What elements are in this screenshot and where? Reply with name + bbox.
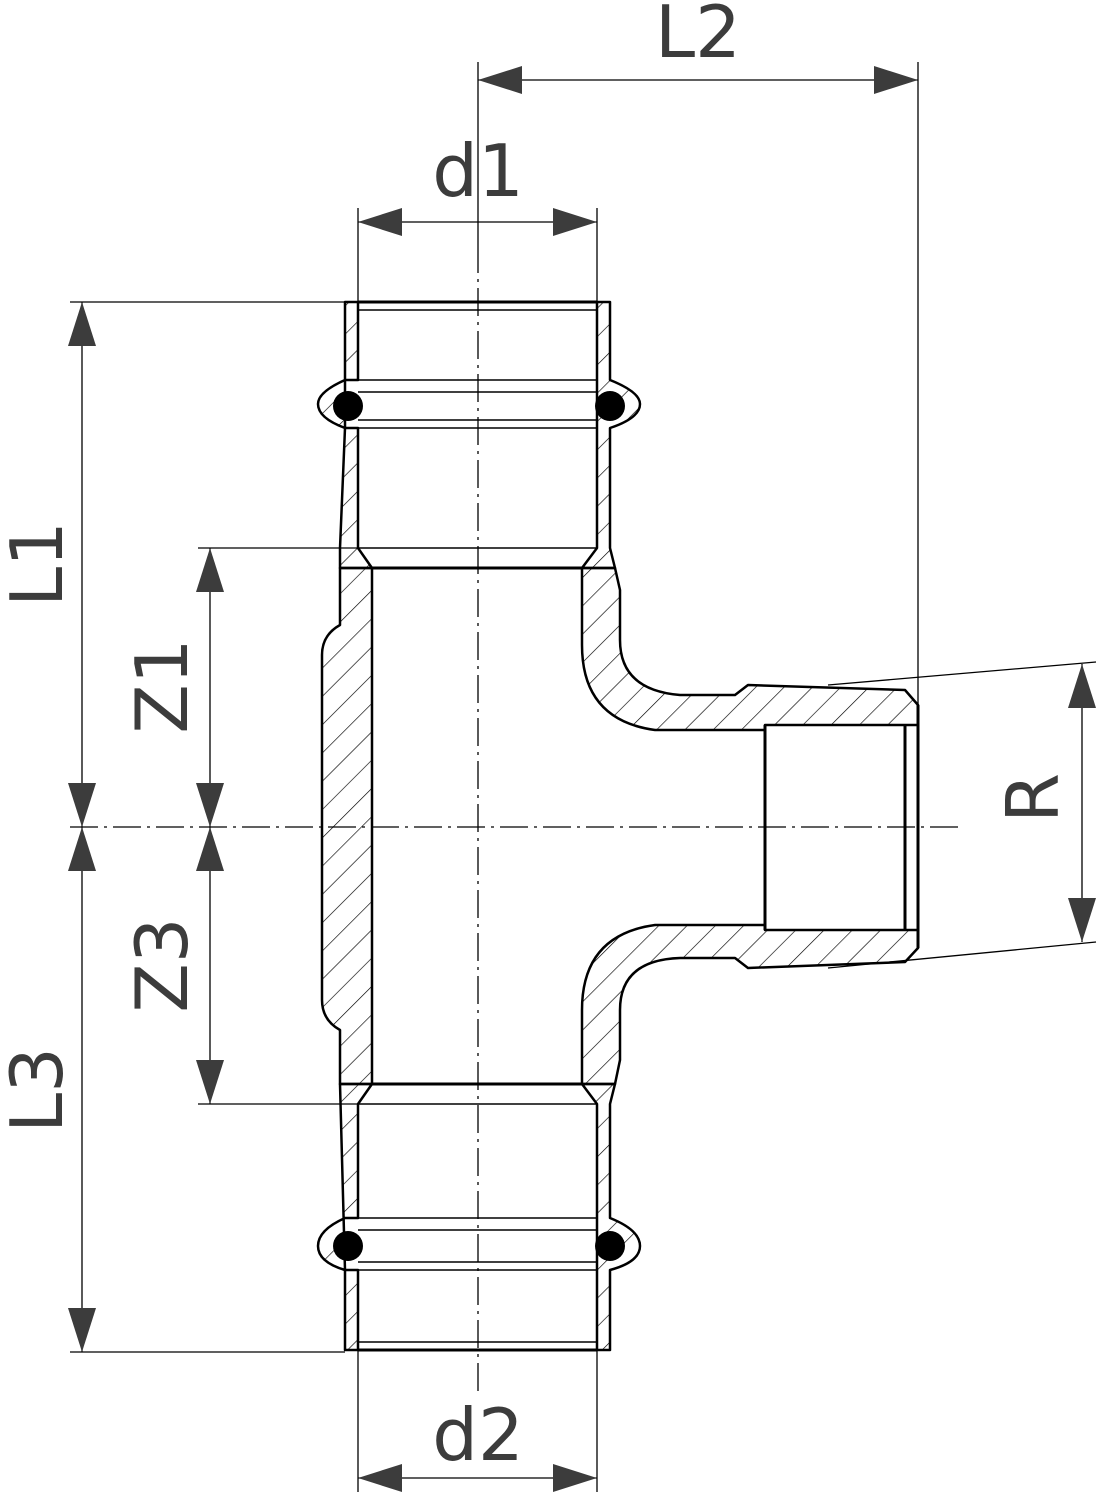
upper-right-seal-ring bbox=[595, 391, 625, 421]
right-wall-upper-socket bbox=[580, 300, 642, 570]
label-z3: Z3 bbox=[120, 917, 204, 1012]
lower-right-seal-ring bbox=[595, 1231, 625, 1261]
fitting-body bbox=[316, 300, 920, 1352]
right-wall-lower-socket bbox=[580, 1082, 642, 1352]
right-wall-branch bbox=[580, 566, 920, 732]
label-d2: d2 bbox=[432, 1393, 524, 1477]
dimension-l2: L2 bbox=[477, 0, 919, 705]
dimension-l1: L1 bbox=[0, 301, 345, 827]
label-r: R bbox=[991, 773, 1075, 823]
label-l3: L3 bbox=[0, 1047, 79, 1133]
left-wall-lower-socket bbox=[316, 1082, 374, 1352]
dimension-z1: Z1 bbox=[120, 547, 358, 827]
dimension-l3: L3 bbox=[0, 827, 345, 1353]
left-wall-body bbox=[320, 566, 374, 1086]
label-l2: L2 bbox=[655, 0, 741, 74]
dimension-d1: d1 bbox=[357, 129, 598, 302]
right-wall-branch-lower bbox=[580, 923, 920, 1086]
label-z1: Z1 bbox=[120, 638, 204, 733]
label-d1: d1 bbox=[432, 129, 524, 213]
upper-left-seal-ring bbox=[333, 391, 363, 421]
dimension-r: R bbox=[827, 661, 1097, 969]
lower-left-seal-ring bbox=[333, 1231, 363, 1261]
dimension-d2: d2 bbox=[357, 1350, 598, 1492]
left-wall-upper-socket bbox=[316, 300, 374, 570]
dimension-z3: Z3 bbox=[120, 827, 358, 1105]
label-l1: L1 bbox=[0, 521, 79, 607]
